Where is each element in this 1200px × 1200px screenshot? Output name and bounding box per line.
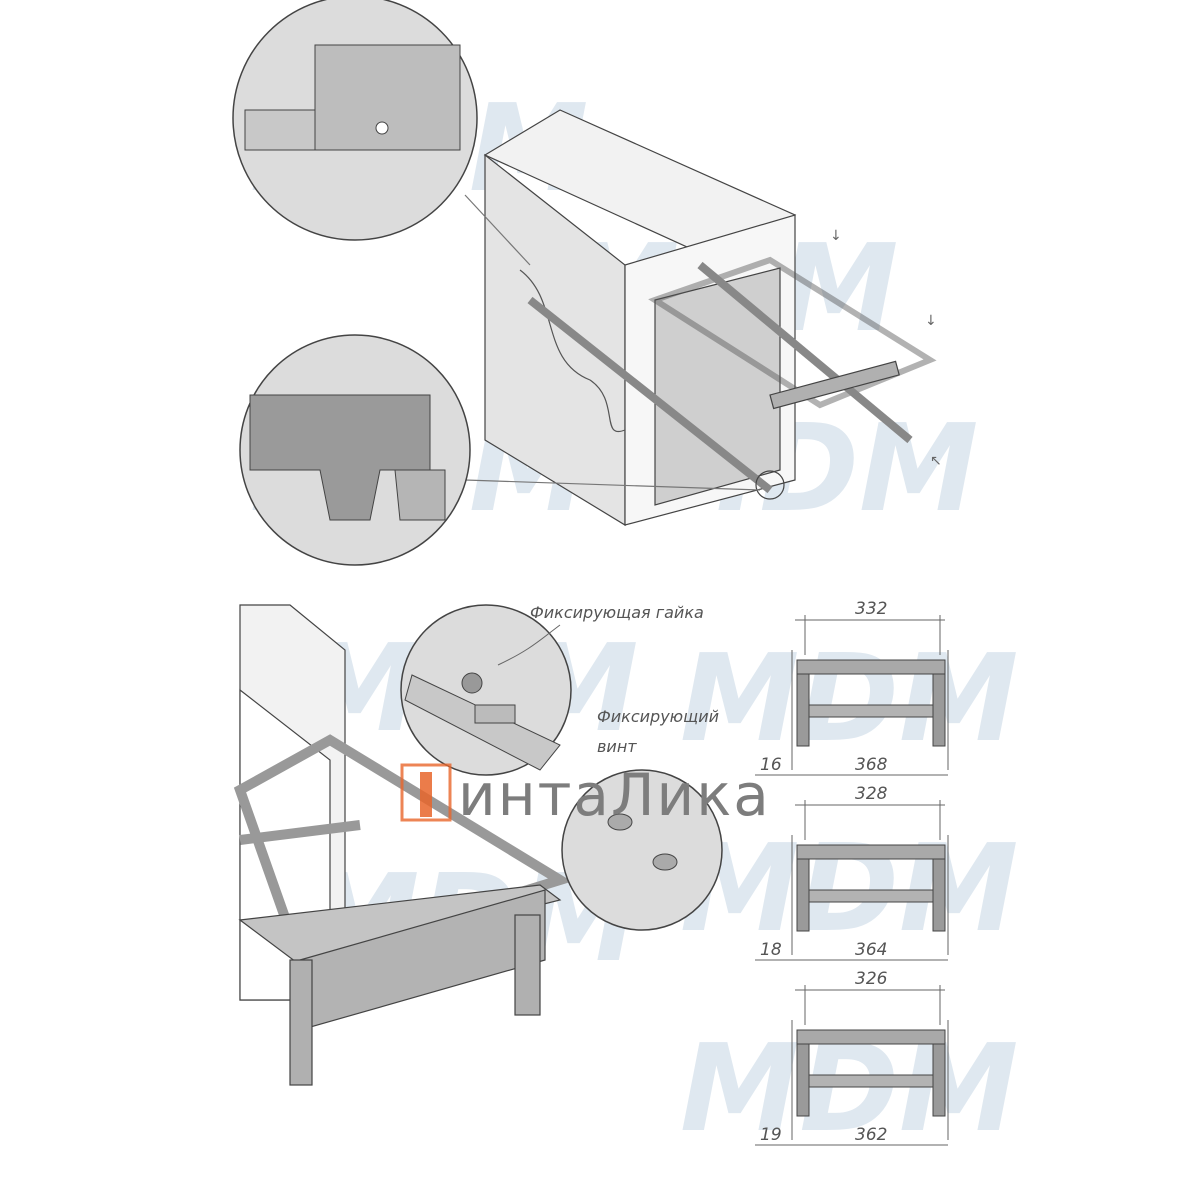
dimension-side: 19 (760, 1125, 782, 1145)
dimension-top: 332 (855, 599, 887, 619)
dimension-drawing: 332 16 368 (755, 599, 949, 776)
intalika-logo: интаЛика (400, 761, 771, 829)
dimension-drawing: 326 19 362 (755, 969, 949, 1146)
dimension-drawings: 332 16 368 328 18 364 326 19 362 (755, 599, 949, 1146)
dimension-top: 328 (855, 784, 888, 804)
logo-text: интаЛика (458, 761, 771, 829)
svg-text:MDM: MDM (680, 630, 1018, 769)
arrow-icon: ↖ (930, 453, 942, 469)
dimension-top: 326 (855, 969, 888, 989)
arrow-icon: ↓ (830, 228, 842, 244)
cabinet-top-view (464, 109, 937, 527)
detail-circle-screw (561, 769, 723, 931)
dimension-drawing: 328 18 364 (755, 784, 949, 961)
detail-circle-rail-hook (232, 0, 478, 241)
nut-label: Фиксирующая гайка (530, 603, 704, 622)
screw-label-2: винт (597, 737, 637, 756)
dimension-side: 18 (760, 940, 782, 960)
detail-circle-rail-front (239, 334, 471, 566)
dimension-side: 16 (760, 755, 782, 775)
screw-label: Фиксирующий (597, 707, 719, 726)
leader-line (497, 624, 561, 666)
frame-installation-view (233, 604, 573, 1086)
detail-circle-nut (400, 604, 572, 776)
dimension-bottom: 368 (855, 755, 888, 775)
arrow-icon: ↓ (925, 313, 937, 329)
dimension-bottom: 364 (855, 940, 887, 960)
dimension-bottom: 362 (855, 1125, 887, 1145)
